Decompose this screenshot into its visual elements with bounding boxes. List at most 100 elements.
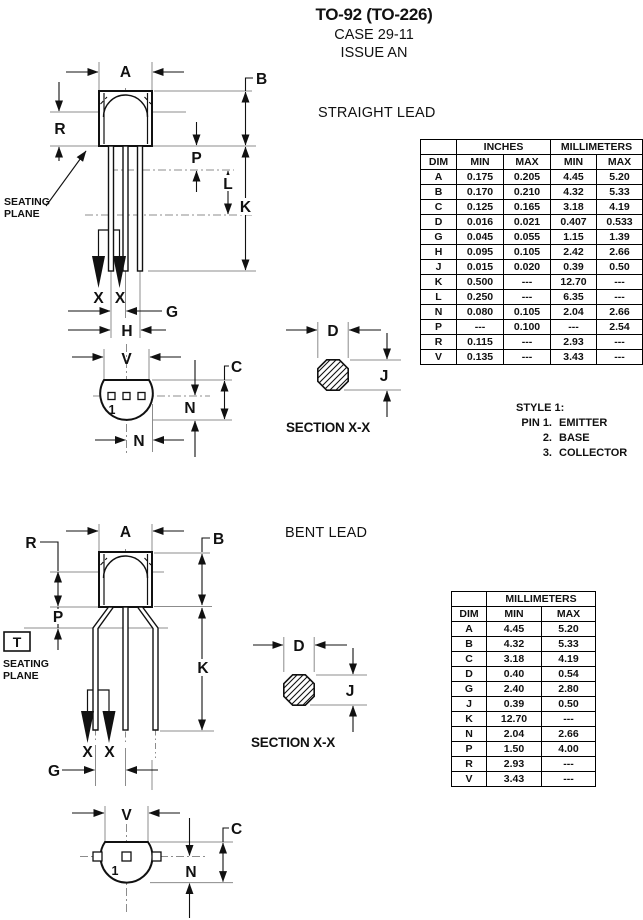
- datum-t-label: T: [13, 634, 22, 650]
- seating-plane-note: PLANE: [3, 670, 39, 682]
- max-header-cell: MAX: [503, 154, 551, 170]
- value-cell: 3.43: [486, 771, 542, 787]
- min-header-cell: MIN: [550, 154, 597, 170]
- value-cell: 0.095: [456, 244, 504, 260]
- case-number: CASE 29-11: [334, 27, 414, 43]
- dim-cell: B: [420, 184, 457, 200]
- value-cell: 2.80: [540, 681, 597, 697]
- value-cell: ---: [540, 756, 597, 772]
- section-cut-arrows: [81, 711, 116, 743]
- value-cell: 0.020: [503, 259, 551, 275]
- value-cell: 4.19: [595, 199, 643, 215]
- table-header-row: DIM MIN MAX: [451, 606, 597, 622]
- dim-label-l: L: [223, 176, 232, 193]
- lead-cross-section: [316, 358, 350, 392]
- value-cell: 3.18: [486, 651, 542, 667]
- section-x-label: X: [93, 290, 104, 307]
- extension-lines: [283, 637, 367, 706]
- page-title: TO-92 (TO-226): [315, 5, 433, 24]
- dim-cell: C: [420, 199, 457, 215]
- value-cell: 0.250: [456, 289, 504, 305]
- label-mask: [220, 175, 236, 191]
- value-cell: 2.54: [595, 319, 643, 335]
- value-cell: 2.42: [550, 244, 597, 260]
- value-cell: 2.66: [540, 726, 597, 742]
- value-cell: 0.407: [550, 214, 597, 230]
- min-header-cell: MIN: [456, 154, 504, 170]
- blank-header-cell: [451, 591, 487, 607]
- dim-cell: G: [451, 681, 487, 697]
- dim-label-g: G: [48, 763, 60, 780]
- straight-lead-heading: STRAIGHT LEAD: [318, 105, 436, 121]
- dim-cell: K: [451, 711, 487, 727]
- dim-cell: D: [420, 214, 457, 230]
- pin-note: PIN 1. EMITTER: [516, 417, 627, 429]
- straight-lead-dimension-table: INCHES MILLIMETERS DIM MIN MAX MIN MAX A…: [420, 139, 643, 365]
- value-cell: ---: [503, 349, 551, 365]
- dim-cell: G: [420, 229, 457, 245]
- section-cut-arrows: [92, 256, 126, 288]
- dim-cell: A: [451, 621, 487, 637]
- dim-cell: N: [420, 304, 457, 320]
- dim-label-b: B: [213, 531, 224, 548]
- value-cell: 0.135: [456, 349, 504, 365]
- value-cell: 12.70: [550, 274, 597, 290]
- value-cell: 0.045: [456, 229, 504, 245]
- pin-function: COLLECTOR: [559, 447, 628, 459]
- value-cell: 0.080: [456, 304, 504, 320]
- millimeters-group-header: MILLIMETERS: [549, 139, 643, 155]
- pin-number: 2.: [542, 432, 552, 444]
- bent-lead-bottom-view: V C N 1: [72, 806, 242, 918]
- straight-lead-bottom-view: V C N N 1: [72, 344, 242, 457]
- dimension-lines: [253, 641, 357, 732]
- style-title: STYLE 1:: [516, 402, 565, 414]
- value-cell: 4.00: [540, 741, 597, 757]
- dim-cell: R: [451, 756, 487, 772]
- value-cell: 0.125: [456, 199, 504, 215]
- value-cell: ---: [540, 771, 597, 787]
- value-cell: 0.021: [503, 214, 551, 230]
- value-cell: 4.45: [550, 169, 597, 185]
- value-cell: 1.39: [595, 229, 643, 245]
- value-cell: 4.45: [486, 621, 542, 637]
- dim-cell: N: [451, 726, 487, 742]
- pin-number: PIN 1.: [521, 417, 552, 429]
- value-cell: 0.170: [456, 184, 504, 200]
- min-header-cell: MIN: [486, 606, 542, 622]
- seating-plane-note: SEATING: [4, 196, 50, 208]
- pin1-label: 1: [109, 403, 116, 417]
- section-x-label: X: [104, 744, 115, 761]
- dim-label-r: R: [25, 535, 36, 552]
- value-cell: 0.533: [595, 214, 643, 230]
- section-xx-caption: SECTION X-X: [286, 420, 371, 435]
- value-cell: 0.105: [503, 244, 551, 260]
- value-cell: ---: [456, 319, 504, 335]
- package-bottom-outline: [99, 841, 154, 884]
- value-cell: 0.115: [456, 334, 504, 350]
- pin-number: 3.: [542, 447, 552, 459]
- dim-header-cell: DIM: [451, 606, 487, 622]
- dim-label-d: D: [327, 323, 338, 340]
- seating-plane-note: PLANE: [4, 208, 40, 220]
- value-cell: 0.205: [503, 169, 551, 185]
- blank-header-cell: [420, 139, 457, 155]
- label-mask: [194, 659, 212, 676]
- dim-header-cell: DIM: [420, 154, 457, 170]
- label-mask: [119, 324, 135, 338]
- dim-label-v: V: [121, 351, 132, 368]
- value-cell: 0.055: [503, 229, 551, 245]
- max-header-cell: MAX: [540, 606, 597, 622]
